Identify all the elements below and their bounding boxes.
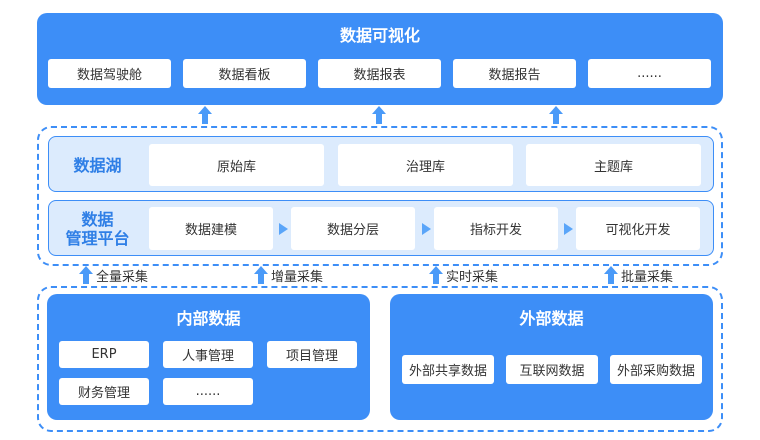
visualization-panel: 数据可视化 数据驾驶舱 数据看板 数据报表 数据报告 ...... (37, 13, 723, 105)
external-item-shared[interactable]: 外部共享数据 (402, 355, 494, 384)
platform-container (37, 126, 723, 266)
up-arrow-icon (254, 266, 268, 284)
internal-item-hr[interactable]: 人事管理 (163, 341, 253, 368)
collect-full-label: 全量采集 (96, 270, 149, 285)
up-arrow-icon (429, 266, 443, 284)
step-modeling[interactable]: 数据建模 (149, 207, 273, 250)
management-label-line1: 数据 (81, 210, 114, 229)
external-data-title: 外部数据 (519, 309, 584, 328)
up-arrow-icon (79, 266, 93, 284)
internal-data-panel: 内部数据 ERP 人事管理 项目管理 财务管理 ...... (47, 294, 370, 420)
step-visualization-dev[interactable]: 可视化开发 (576, 207, 700, 250)
lake-item-subject[interactable]: 主题库 (526, 144, 701, 186)
up-arrow-icon (198, 106, 212, 124)
up-arrow-icon (549, 106, 563, 124)
data-lake-band: 数据湖 原始库 治理库 主题库 (48, 136, 714, 192)
right-arrow-icon (422, 223, 431, 235)
viz-item-report-table[interactable]: 数据报表 (318, 59, 441, 88)
viz-item-cockpit[interactable]: 数据驾驶舱 (48, 59, 171, 88)
collect-realtime-label: 实时采集 (446, 270, 499, 285)
viz-item-more[interactable]: ...... (588, 59, 711, 88)
step-metrics[interactable]: 指标开发 (434, 207, 558, 250)
up-arrow-icon (372, 106, 386, 124)
internal-data-title: 内部数据 (176, 309, 241, 328)
right-arrow-icon (564, 223, 573, 235)
management-label: 数据 管理平台 (49, 201, 146, 257)
sources-container (37, 286, 723, 432)
external-item-purchased[interactable]: 外部采购数据 (610, 355, 702, 384)
internal-item-project[interactable]: 项目管理 (267, 341, 357, 368)
internal-item-more[interactable]: ...... (163, 378, 253, 405)
data-lake-label: 数据湖 (73, 155, 122, 175)
up-arrow-icon (604, 266, 618, 284)
collect-batch-label: 批量采集 (621, 270, 674, 285)
step-layering[interactable]: 数据分层 (291, 207, 415, 250)
right-arrow-icon (279, 223, 288, 235)
visualization-title: 数据可视化 (339, 26, 420, 45)
lake-item-governed[interactable]: 治理库 (338, 144, 513, 186)
lake-item-raw[interactable]: 原始库 (149, 144, 324, 186)
management-band: 数据 管理平台 数据建模 数据分层 指标开发 可视化开发 (48, 200, 714, 256)
management-label-line2: 管理平台 (65, 229, 130, 248)
viz-item-board[interactable]: 数据看板 (183, 59, 306, 88)
internal-item-finance[interactable]: 财务管理 (59, 378, 149, 405)
internal-item-erp[interactable]: ERP (59, 341, 149, 368)
external-data-panel: 外部数据 外部共享数据 互联网数据 外部采购数据 (390, 294, 713, 420)
collect-incremental-label: 增量采集 (271, 270, 324, 285)
viz-item-report[interactable]: 数据报告 (453, 59, 576, 88)
external-item-internet[interactable]: 互联网数据 (506, 355, 598, 384)
